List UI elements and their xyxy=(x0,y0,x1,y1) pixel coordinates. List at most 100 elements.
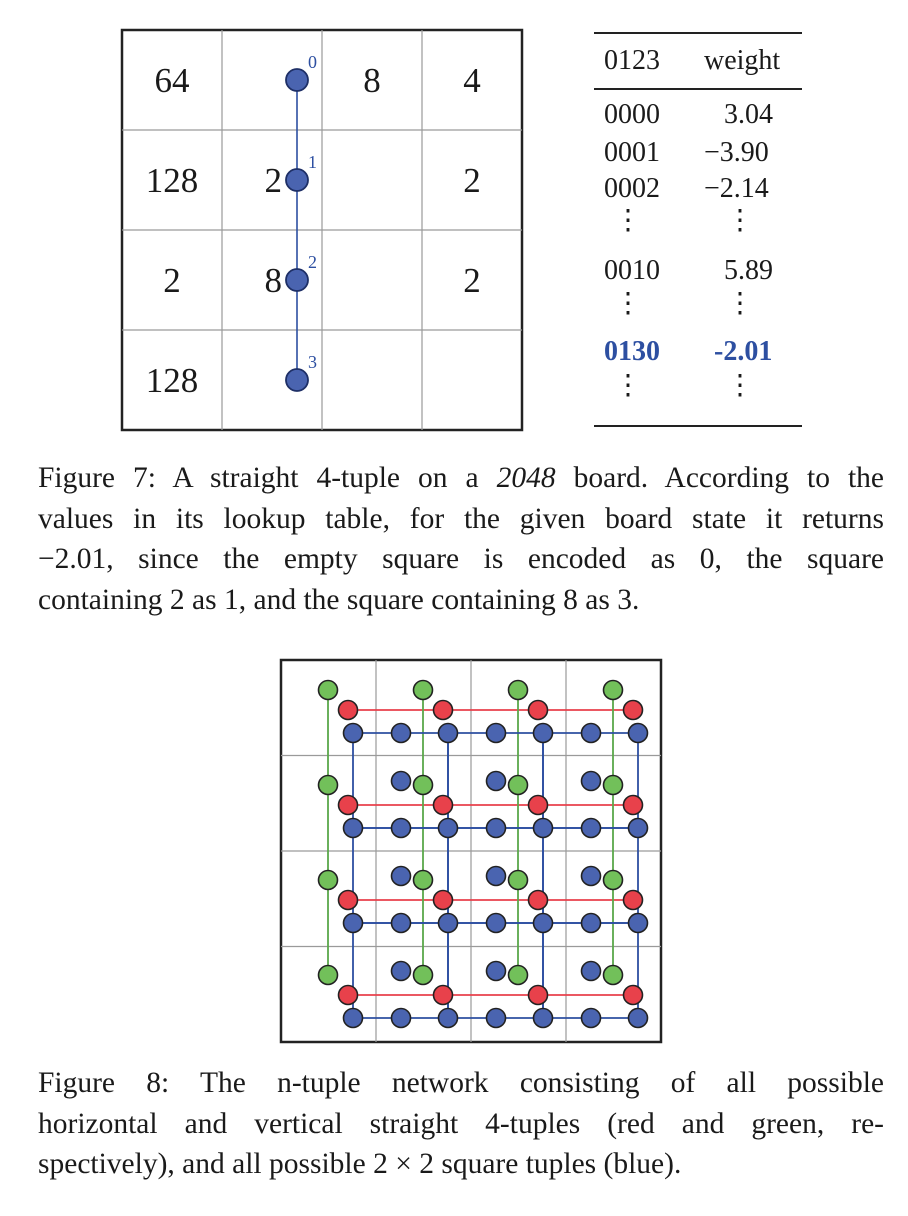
board-cell-value: 64 xyxy=(155,61,190,100)
square-tuple-node xyxy=(580,817,602,839)
square-tuple-node xyxy=(580,1007,602,1029)
square-tuple-node xyxy=(580,960,602,982)
vertical-tuple-node xyxy=(507,679,529,701)
caption-italic: 2048 xyxy=(496,462,556,494)
square-tuple-node xyxy=(390,865,412,887)
horizontal-tuple-node xyxy=(432,984,454,1006)
vertical-tuple-node xyxy=(507,964,529,986)
square-tuple-node xyxy=(627,722,649,744)
tuple-node-label: 0 xyxy=(308,52,317,72)
square-tuple-node xyxy=(485,912,507,934)
table-row-key: 0010 xyxy=(604,255,660,286)
horizontal-tuple-node xyxy=(432,794,454,816)
vertical-tuple-node xyxy=(412,869,434,891)
tuple-node-label: 3 xyxy=(308,352,317,372)
board-cell-value: 2 xyxy=(265,161,283,200)
table-row-weight: −2.14 xyxy=(704,173,769,204)
table-row-weight-highlight: -2.01 xyxy=(714,336,773,367)
tuple-node-label: 2 xyxy=(308,252,317,272)
vertical-tuple-node xyxy=(412,679,434,701)
board-cell-value: 2 xyxy=(463,261,481,300)
horizontal-tuple-node xyxy=(622,794,644,816)
square-tuple-node xyxy=(342,722,364,744)
square-tuple-node xyxy=(390,1007,412,1029)
vertical-tuple-node xyxy=(602,679,624,701)
table-ellipsis: ⋮ xyxy=(614,205,642,236)
board-cell-value: 2 xyxy=(163,261,181,300)
tuple-node-label: 1 xyxy=(308,152,317,172)
table-header-rule xyxy=(594,88,802,90)
square-tuple-node xyxy=(627,912,649,934)
horizontal-tuple-node xyxy=(622,699,644,721)
square-tuple-node xyxy=(485,770,507,792)
table-top-rule xyxy=(594,32,802,34)
table-header-weight: weight xyxy=(704,45,781,76)
board-cell-value: 128 xyxy=(146,361,199,400)
caption-line: spectively), and all possible 2 × 2 squa… xyxy=(38,1148,682,1180)
figure7-board: 64 8 4 128 2 2 2 8 2 128 0 1 2 3 xyxy=(120,28,524,432)
vertical-tuple-node xyxy=(412,774,434,796)
figure8-caption: Figure 8: The n-tuple network consisting… xyxy=(38,1063,884,1185)
horizontal-tuple-node xyxy=(432,699,454,721)
square-tuple-node xyxy=(437,1007,459,1029)
vertical-tuple-node xyxy=(602,869,624,891)
square-tuple-node xyxy=(580,770,602,792)
table-row-key: 0001 xyxy=(604,137,660,168)
vertical-tuple-node xyxy=(507,869,529,891)
square-tuple-node xyxy=(390,817,412,839)
caption-line: values in its lookup table, for the give… xyxy=(38,502,884,535)
vertical-tuple-node xyxy=(412,964,434,986)
square-tuple-node xyxy=(437,817,459,839)
square-tuple-node xyxy=(342,912,364,934)
horizontal-tuple-node xyxy=(622,889,644,911)
caption-line: −2.01, since the empty square is encoded… xyxy=(38,543,884,575)
table-ellipsis: ⋮ xyxy=(614,288,642,319)
board-cell-value: 128 xyxy=(146,161,199,200)
table-ellipsis: ⋮ xyxy=(726,288,754,319)
vertical-tuple-node xyxy=(317,964,339,986)
table-row-weight: 5.89 xyxy=(724,255,773,286)
tuple-node xyxy=(285,268,309,292)
horizontal-tuple-node xyxy=(337,889,359,911)
table-row-key: 0002 xyxy=(604,173,660,204)
vertical-tuple-node xyxy=(507,774,529,796)
horizontal-tuple-node xyxy=(337,699,359,721)
square-tuple-node xyxy=(580,912,602,934)
tuple-node xyxy=(285,368,309,392)
horizontal-tuple-node xyxy=(527,794,549,816)
square-tuple-node xyxy=(580,722,602,744)
tuple-node xyxy=(285,68,309,92)
tuple-node xyxy=(285,168,309,192)
figure8-network xyxy=(279,658,663,1044)
square-tuple-node xyxy=(532,722,554,744)
table-row-key-highlight: 0130 xyxy=(604,336,660,367)
square-tuple-node xyxy=(580,865,602,887)
board-cell-value: 4 xyxy=(463,61,481,100)
horizontal-tuple-node xyxy=(527,889,549,911)
table-row-weight: −3.90 xyxy=(704,137,769,168)
square-tuple-node xyxy=(627,817,649,839)
square-tuple-node xyxy=(485,1007,507,1029)
caption-line: containing 2 as 1, and the square contai… xyxy=(38,583,640,616)
vertical-tuple-node xyxy=(602,774,624,796)
vertical-tuple-node xyxy=(317,679,339,701)
square-tuple-node xyxy=(390,770,412,792)
horizontal-tuple-node xyxy=(337,794,359,816)
table-ellipsis: ⋮ xyxy=(726,370,754,401)
caption-line: horizontal and vertical straight 4-tuple… xyxy=(38,1107,884,1140)
table-row-weight: 3.04 xyxy=(724,99,773,130)
square-tuple-node xyxy=(532,817,554,839)
caption-line: Figure 8: The n-tuple network consisting… xyxy=(38,1067,884,1099)
horizontal-tuple-node xyxy=(337,984,359,1006)
square-tuple-node xyxy=(390,912,412,934)
table-row-key: 0000 xyxy=(604,99,660,130)
board-cell-value: 8 xyxy=(265,261,283,300)
vertical-tuple-node xyxy=(602,964,624,986)
board-cell-value: 2 xyxy=(463,161,481,200)
square-tuple-node xyxy=(532,912,554,934)
table-ellipsis: ⋮ xyxy=(614,370,642,401)
square-tuple-node xyxy=(485,960,507,982)
square-tuple-node xyxy=(390,960,412,982)
board-cell-value: 8 xyxy=(363,61,381,100)
square-tuple-node xyxy=(532,1007,554,1029)
